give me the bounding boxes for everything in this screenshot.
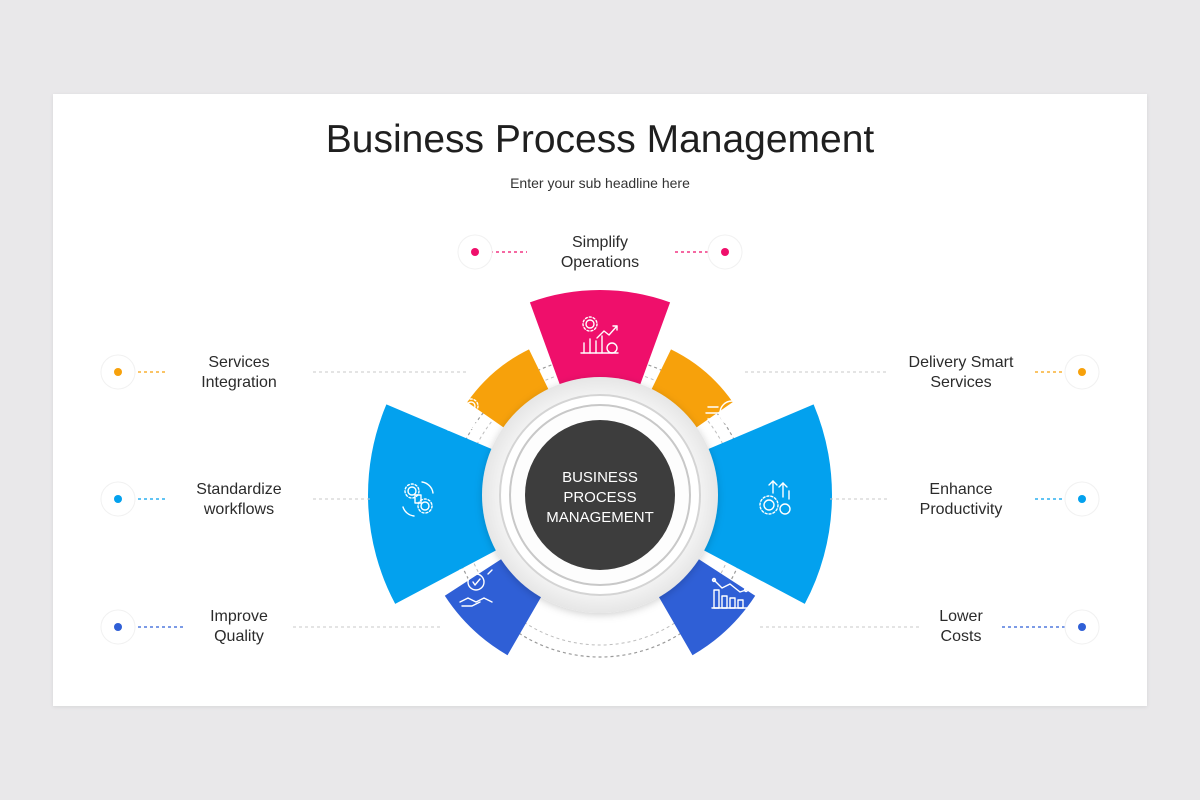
gears-arrows-icon [759, 480, 791, 515]
segment-enhance-productivity [670, 404, 832, 604]
center-disc [525, 420, 675, 570]
quality-medal-icon [459, 569, 493, 607]
gears-cycle-icon [402, 481, 434, 517]
center-line-2: PROCESS [563, 489, 636, 506]
dot-simplify-right [721, 248, 729, 256]
gear-chart-icon [580, 316, 619, 354]
center-line-1: BUSINESS [562, 469, 638, 486]
center-line-3: MANAGEMENT [546, 509, 654, 526]
dot-delivery [1078, 368, 1086, 376]
page-title: Business Process Management [325, 118, 875, 161]
clock-icon [705, 400, 745, 426]
dot-simplify-left [471, 248, 479, 256]
segment-simplify-operations [529, 290, 671, 401]
dot-enhance [1078, 495, 1086, 503]
bar-chart-down-icon [711, 577, 749, 609]
segment-standardize-workflows [368, 404, 530, 604]
gear-hand-icon [447, 398, 479, 431]
dot-improve [114, 623, 122, 631]
dot-standardize [114, 495, 122, 503]
dot-lower [1078, 623, 1086, 631]
page-subtitle: Enter your sub headline here [510, 175, 690, 191]
dot-services [114, 368, 122, 376]
